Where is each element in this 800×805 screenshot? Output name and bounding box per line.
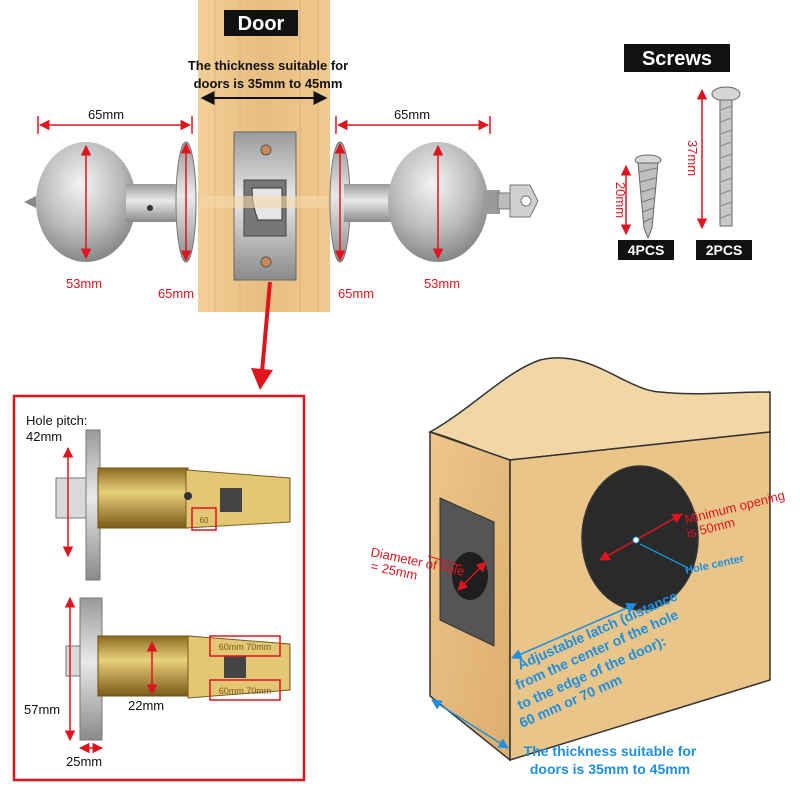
latch-stamp-3: 60 bbox=[200, 516, 209, 525]
right-rose-label: 65mm bbox=[338, 286, 374, 301]
hole-pitch-line1: Hole pitch: bbox=[26, 413, 87, 428]
latch-stamp-1: 60mm 70mm bbox=[219, 642, 272, 652]
door-section: Door The thickness suitable for doors is… bbox=[24, 0, 539, 390]
thickness-bottom-line1: The thickness suitable for bbox=[524, 743, 697, 759]
short-screw-qty: 4PCS bbox=[628, 242, 665, 258]
door-badge bbox=[224, 10, 298, 36]
screws-section: Screws bbox=[613, 44, 752, 260]
thickness-bottom-line2: doors is 35mm to 45mm bbox=[530, 761, 690, 777]
latch-height-label: 57mm bbox=[24, 702, 60, 717]
right-knob-height-label: 53mm bbox=[424, 276, 460, 291]
left-rose-label: 65mm bbox=[158, 286, 194, 301]
short-screw-label: 20mm bbox=[613, 182, 628, 218]
screws-badge bbox=[624, 44, 730, 72]
door-cutaway: Minimum opening is 50mm Hole center Diam… bbox=[369, 357, 786, 777]
short-screw-qty-badge bbox=[618, 240, 674, 260]
long-screw-qty: 2PCS bbox=[706, 242, 743, 258]
latch-upper: 60 bbox=[55, 429, 291, 581]
machine-screw-icon bbox=[711, 86, 741, 227]
long-screw-qty-badge bbox=[696, 240, 752, 260]
right-knob-width-label: 65mm bbox=[394, 107, 430, 122]
left-knob-width-label: 65mm bbox=[88, 107, 124, 122]
door-knob-right bbox=[329, 141, 500, 263]
thickness-top-line1: The thickness suitable for bbox=[188, 58, 348, 73]
latch-stamp-2-box bbox=[209, 679, 281, 701]
latch-bolt-label: 22mm bbox=[128, 698, 164, 713]
door-knob-left bbox=[24, 141, 197, 263]
latch-lower: 60mm 70mm 60mm 70mm bbox=[65, 597, 291, 741]
latch-detail-frame bbox=[12, 394, 306, 782]
latch-face-label: 25mm bbox=[66, 754, 102, 769]
key-icon bbox=[497, 184, 539, 218]
latch-detail-panel: Hole pitch: 42mm 60 60mm 70mm 60mm 70mm bbox=[12, 394, 306, 782]
latch-stamp-2: 60mm 70mm bbox=[219, 686, 272, 696]
latch-stamp-3-box bbox=[191, 507, 217, 531]
thickness-top-line2: doors is 35mm to 45mm bbox=[194, 76, 343, 91]
hole-pitch-line2: 42mm bbox=[26, 429, 62, 444]
door-title: Door bbox=[238, 13, 285, 35]
screws-title: Screws bbox=[642, 48, 712, 70]
wood-screw-icon bbox=[634, 154, 662, 240]
long-screw-label: 37mm bbox=[685, 140, 700, 176]
arrow-down-icon bbox=[251, 281, 273, 390]
left-knob-height-label: 53mm bbox=[66, 276, 102, 291]
latch-stamp-1-box bbox=[209, 635, 281, 657]
